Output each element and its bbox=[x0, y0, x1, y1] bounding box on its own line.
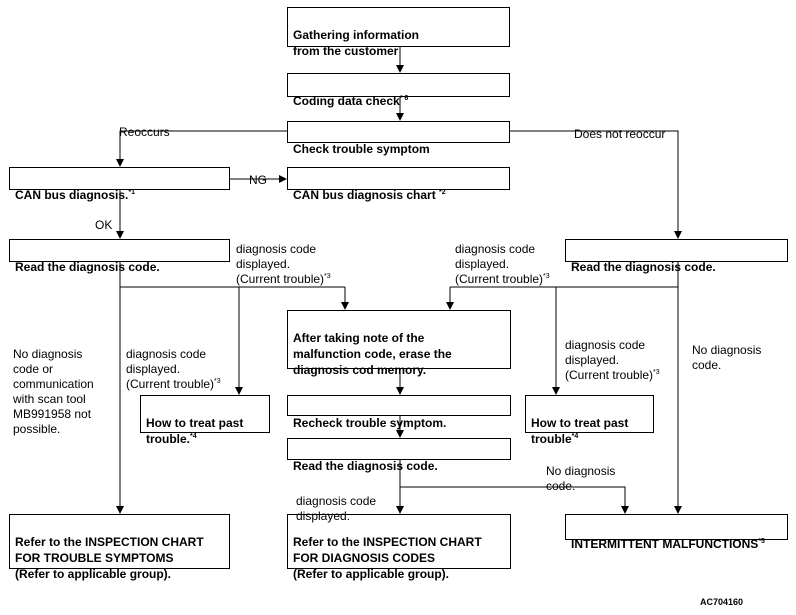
label-code-displayed-bottom: diagnosis code displayed. bbox=[296, 494, 377, 523]
past-trouble-left-box: How to treat past trouble.*4 bbox=[140, 395, 270, 446]
figure-code: AC704160 bbox=[700, 597, 744, 607]
coding-data-check-box: Coding data check* 6 bbox=[287, 73, 510, 108]
label-code-displayed-mid-left: diagnosis code displayed. (Current troub… bbox=[126, 347, 221, 391]
connector-reoccurs bbox=[116, 130, 287, 167]
label-code-displayed-top-right: diagnosis code displayed. (Current troub… bbox=[455, 242, 550, 286]
check-trouble-symptom-box: Check trouble symptom bbox=[287, 121, 510, 156]
label-no-code-bottom: No diagnosis code. bbox=[546, 464, 616, 493]
label-ok: OK bbox=[95, 218, 113, 232]
label-code-displayed-mid-right: diagnosis code displayed. (Current troub… bbox=[565, 338, 660, 382]
connector-read-intermittent bbox=[400, 486, 629, 514]
can-bus-chart-box: CAN bus diagnosis chart *2 bbox=[287, 167, 510, 202]
intermittent-malfunctions-box: INTERMITTENT MALFUNCTIONS*5 bbox=[565, 514, 788, 551]
read-code-left-box: Read the diagnosis code. bbox=[9, 239, 230, 274]
label-does-not-reoccur: Does not reoccur bbox=[574, 127, 666, 141]
label-no-code-right: No diagnosis code. bbox=[692, 343, 762, 372]
inspection-chart-codes-box: Refer to the INSPECTION CHART FOR DIAGNO… bbox=[287, 514, 511, 581]
after-note-erase-box: After taking note of the malfunction cod… bbox=[287, 310, 511, 377]
label-no-code-left: No diagnosis code or communication with … bbox=[13, 347, 94, 436]
can-bus-diagnosis-box: CAN bus diagnosis.*1 bbox=[9, 167, 230, 202]
inspection-chart-symptoms-box: Refer to the INSPECTION CHART FOR TROUBL… bbox=[9, 514, 230, 581]
past-trouble-right-box: How to treat past trouble*4 bbox=[525, 395, 654, 446]
read-code-right-box: Read the diagnosis code. bbox=[565, 239, 788, 274]
connector-not-reoccur bbox=[510, 130, 682, 239]
read-code-center-box: Read the diagnosis code. bbox=[287, 438, 511, 473]
label-code-displayed-top-left: diagnosis code displayed. (Current troub… bbox=[236, 242, 331, 286]
recheck-symptom-box: Recheck trouble symptom. bbox=[287, 395, 511, 430]
label-ng: NG bbox=[249, 173, 267, 187]
label-reoccurs: Reoccurs bbox=[119, 125, 170, 139]
gather-info-box: Gathering information from the customer bbox=[287, 7, 510, 58]
